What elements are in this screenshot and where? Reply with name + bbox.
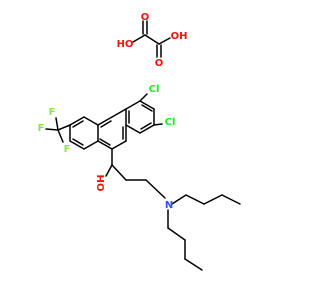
bond-bu2-c3-c4 xyxy=(184,258,203,271)
oxalic-o-top-label: O xyxy=(141,12,150,23)
f3-label: F xyxy=(64,144,71,155)
bond-bu2-c1-c2 xyxy=(167,227,186,241)
ring-b-bond-4b xyxy=(99,138,111,146)
ring-a-bond-2 xyxy=(139,100,155,110)
bond-cl-right xyxy=(153,123,163,126)
bond-cl-top xyxy=(139,93,148,102)
oh-label: OH xyxy=(96,175,107,192)
bond-ch2-n xyxy=(145,179,166,199)
cl-right-label: Cl xyxy=(165,117,176,128)
bond-c-f3 xyxy=(57,129,64,143)
ring-c-bond-1 xyxy=(83,116,99,126)
oxalic-acid: HO O O OH xyxy=(117,12,188,69)
halofantrine: Cl Cl F F F OH N xyxy=(38,84,241,271)
bond-choh-ch2 xyxy=(111,164,127,181)
bond-ho-c1 xyxy=(132,34,146,43)
bond-n-bu1-c1 xyxy=(171,194,187,205)
structure-canvas: HO O O OH xyxy=(37,12,241,271)
ring-c-bond-5 xyxy=(83,140,99,150)
ring-a-bond-2b xyxy=(141,104,153,112)
ring-c-bond-4b xyxy=(72,138,84,146)
ring-a-bond-5 xyxy=(125,124,141,134)
ring-a-bond-4b xyxy=(140,122,152,130)
ring-a-bond-4 xyxy=(139,124,155,134)
ring-c-bond-4 xyxy=(69,140,85,150)
ring-c-bond-2b xyxy=(72,120,84,128)
chemical-structure: HO O O OH xyxy=(38,12,241,271)
bond-c2-oh xyxy=(158,37,171,45)
bond-bu1-c1-c2 xyxy=(185,194,205,205)
bond-ring-cf3 xyxy=(57,124,71,131)
oxalic-ho-label: HO xyxy=(117,39,134,50)
bond-bu1-c3-c4 xyxy=(221,194,241,205)
ring-b-bond-3 xyxy=(111,140,127,150)
oxalic-oh-label: OH xyxy=(171,31,188,42)
ring-b-bond-6b xyxy=(100,120,112,128)
f2-label: F xyxy=(49,107,56,118)
bond-c-f1 xyxy=(45,128,59,131)
ring-b-bond-4 xyxy=(97,140,113,150)
f1-label: F xyxy=(38,123,45,134)
ring-b xyxy=(97,108,127,150)
bond-c1-c2 xyxy=(144,34,160,45)
ring-b-bond-1 xyxy=(111,108,127,118)
ring-b-bond-6 xyxy=(97,116,113,126)
cl-top-label: Cl xyxy=(149,84,160,95)
ring-c xyxy=(69,116,99,150)
bond-bu1-c2-c3 xyxy=(203,194,223,205)
bond-choh-oh xyxy=(105,164,113,177)
n-label: N xyxy=(165,200,173,211)
ring-a xyxy=(125,100,155,134)
ring-c-bond-2 xyxy=(69,116,85,126)
ring-a-bond-1 xyxy=(125,100,141,110)
oxalic-o-bottom-label: O xyxy=(155,58,164,69)
bond-c-f2 xyxy=(55,117,59,131)
